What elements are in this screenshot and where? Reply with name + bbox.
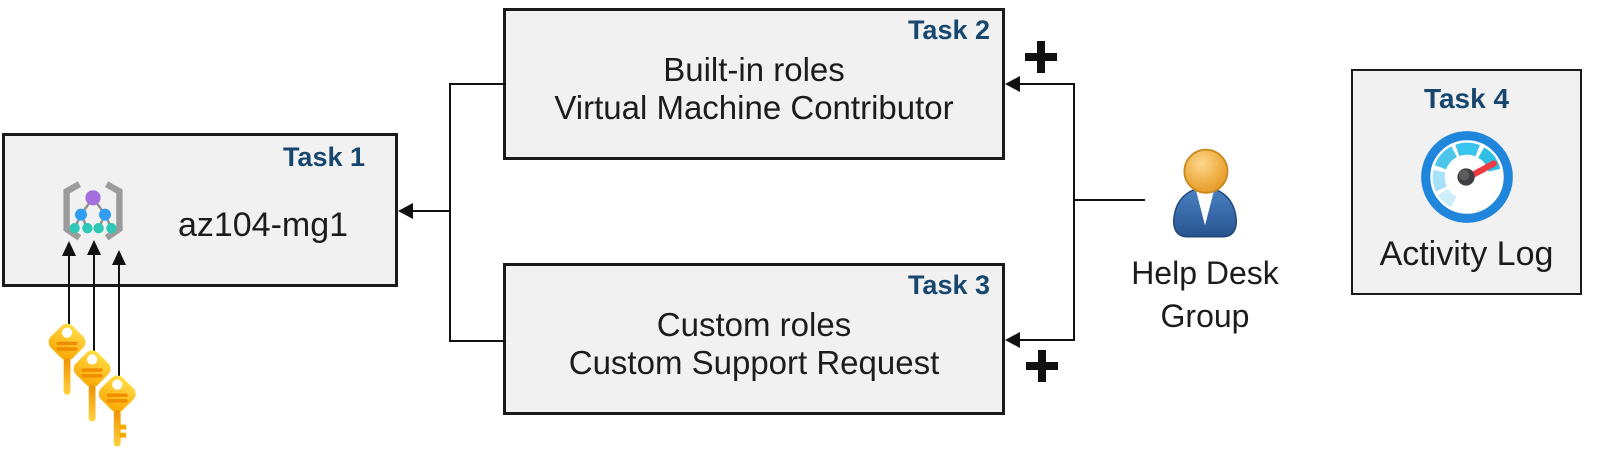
arrow-to-task1-line: [411, 210, 450, 212]
left-branch-to-task3-line: [450, 340, 506, 342]
task1-label: Task 1: [282, 142, 365, 172]
arrow-to-task2-head-icon: [1005, 76, 1020, 92]
keys-icon: [46, 321, 139, 447]
actor-label: Help Desk Group: [1105, 252, 1305, 338]
task2-box: Task 2 Built-in roles Virtual Machine Co…: [503, 8, 1005, 160]
activity-log-gauge-icon: [1420, 131, 1513, 223]
task1-title: az104-mg1: [177, 206, 349, 244]
task4-box: Task 4 Activity Log: [1351, 69, 1582, 295]
actor-label-line1: Help Desk: [1131, 255, 1279, 291]
key-arrow-head-icon: [112, 250, 126, 265]
task2-line1: Built-in roles: [663, 51, 845, 88]
task2-line2: Virtual Machine Contributor: [554, 89, 954, 126]
task3-box: Task 3 Custom roles Custom Support Reque…: [503, 263, 1005, 415]
key-string-line: [68, 254, 70, 333]
task2-label: Task 2: [907, 15, 990, 45]
key-arrow-head-icon: [62, 241, 76, 256]
task3-label: Task 3: [907, 270, 990, 300]
right-branch-vertical-line: [1073, 83, 1075, 341]
left-branch-vertical-line: [449, 83, 451, 342]
key-string-line: [93, 253, 95, 360]
task3-line1: Custom roles: [656, 306, 852, 343]
management-group-icon: [63, 181, 123, 241]
task1-box: Task 1 az104-mg1: [2, 133, 398, 287]
left-branch-to-task2-line: [450, 83, 506, 85]
actor-label-line2: Group: [1160, 298, 1250, 334]
task3-line2: Custom Support Request: [568, 344, 940, 381]
arrow-to-task1-head-icon: [398, 203, 413, 219]
task4-caption: Activity Log: [1379, 235, 1554, 273]
person-icon: [1173, 148, 1237, 238]
arrow-to-task3-head-icon: [1005, 332, 1020, 348]
person-connector-line: [1074, 199, 1145, 201]
plus-icon: [1025, 41, 1057, 73]
arrow-to-task2-line: [1018, 83, 1075, 85]
arrow-to-task3-line: [1018, 339, 1075, 341]
key-string-line: [118, 263, 120, 385]
task4-label: Task 4: [1423, 83, 1510, 114]
key-arrow-head-icon: [87, 240, 101, 255]
plus-icon: [1026, 350, 1058, 382]
